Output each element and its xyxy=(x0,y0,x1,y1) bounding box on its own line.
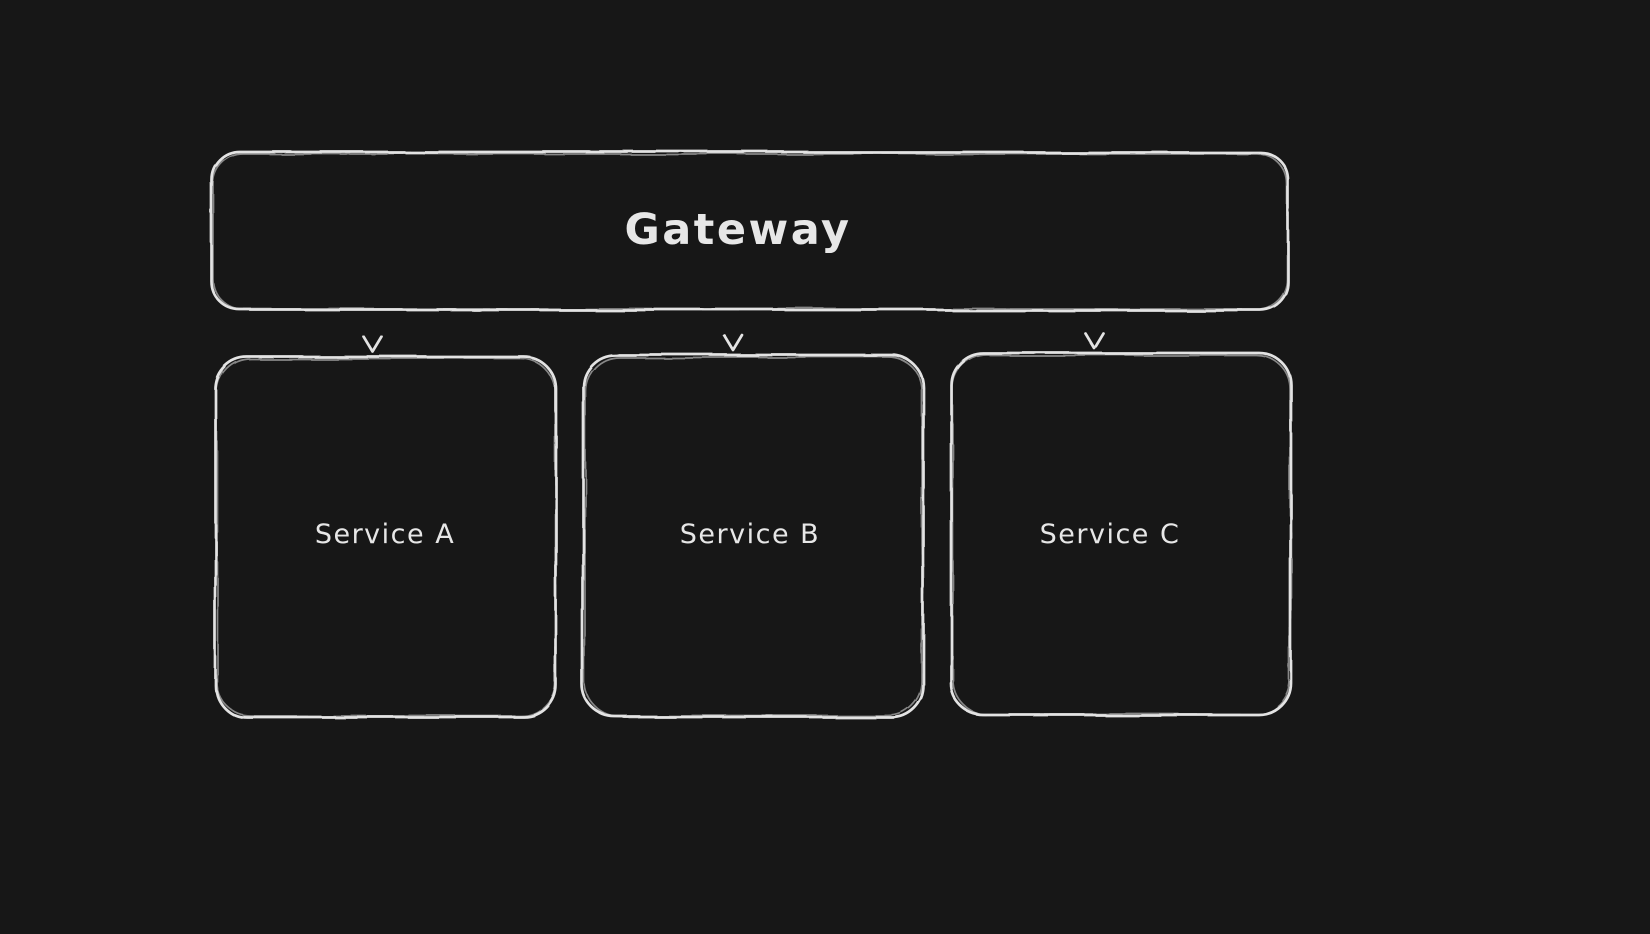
node-service-b[interactable] xyxy=(581,353,925,719)
service-b-label[interactable]: Service B xyxy=(680,519,820,550)
arrowhead-icon xyxy=(722,333,744,352)
gateway-label[interactable]: Gateway xyxy=(625,205,852,255)
node-gateway[interactable] xyxy=(210,150,1290,312)
service-b-box xyxy=(581,353,925,719)
service-a-box xyxy=(213,355,558,719)
node-service-c[interactable] xyxy=(949,351,1293,717)
arrowhead-icon xyxy=(362,335,384,354)
arrowhead-icon xyxy=(1083,331,1105,350)
service-c-label[interactable]: Service C xyxy=(1040,519,1181,550)
shape-layer xyxy=(210,150,1293,719)
node-service-a[interactable] xyxy=(213,355,558,719)
arrow-gateway-to-service-a[interactable] xyxy=(362,309,384,354)
service-a-box-overstroke xyxy=(216,358,556,717)
service-c-box-overstroke xyxy=(952,354,1291,715)
gateway-box-overstroke xyxy=(212,153,1288,310)
label-layer: Gateway Service A Service B Service C xyxy=(315,205,1181,550)
arrow-gateway-to-service-c[interactable] xyxy=(1083,309,1105,350)
service-a-label[interactable]: Service A xyxy=(315,519,455,550)
arrow-gateway-to-service-b[interactable] xyxy=(722,309,744,352)
service-b-box-overstroke xyxy=(584,356,923,717)
service-c-box xyxy=(949,351,1293,717)
gateway-box xyxy=(210,150,1290,312)
